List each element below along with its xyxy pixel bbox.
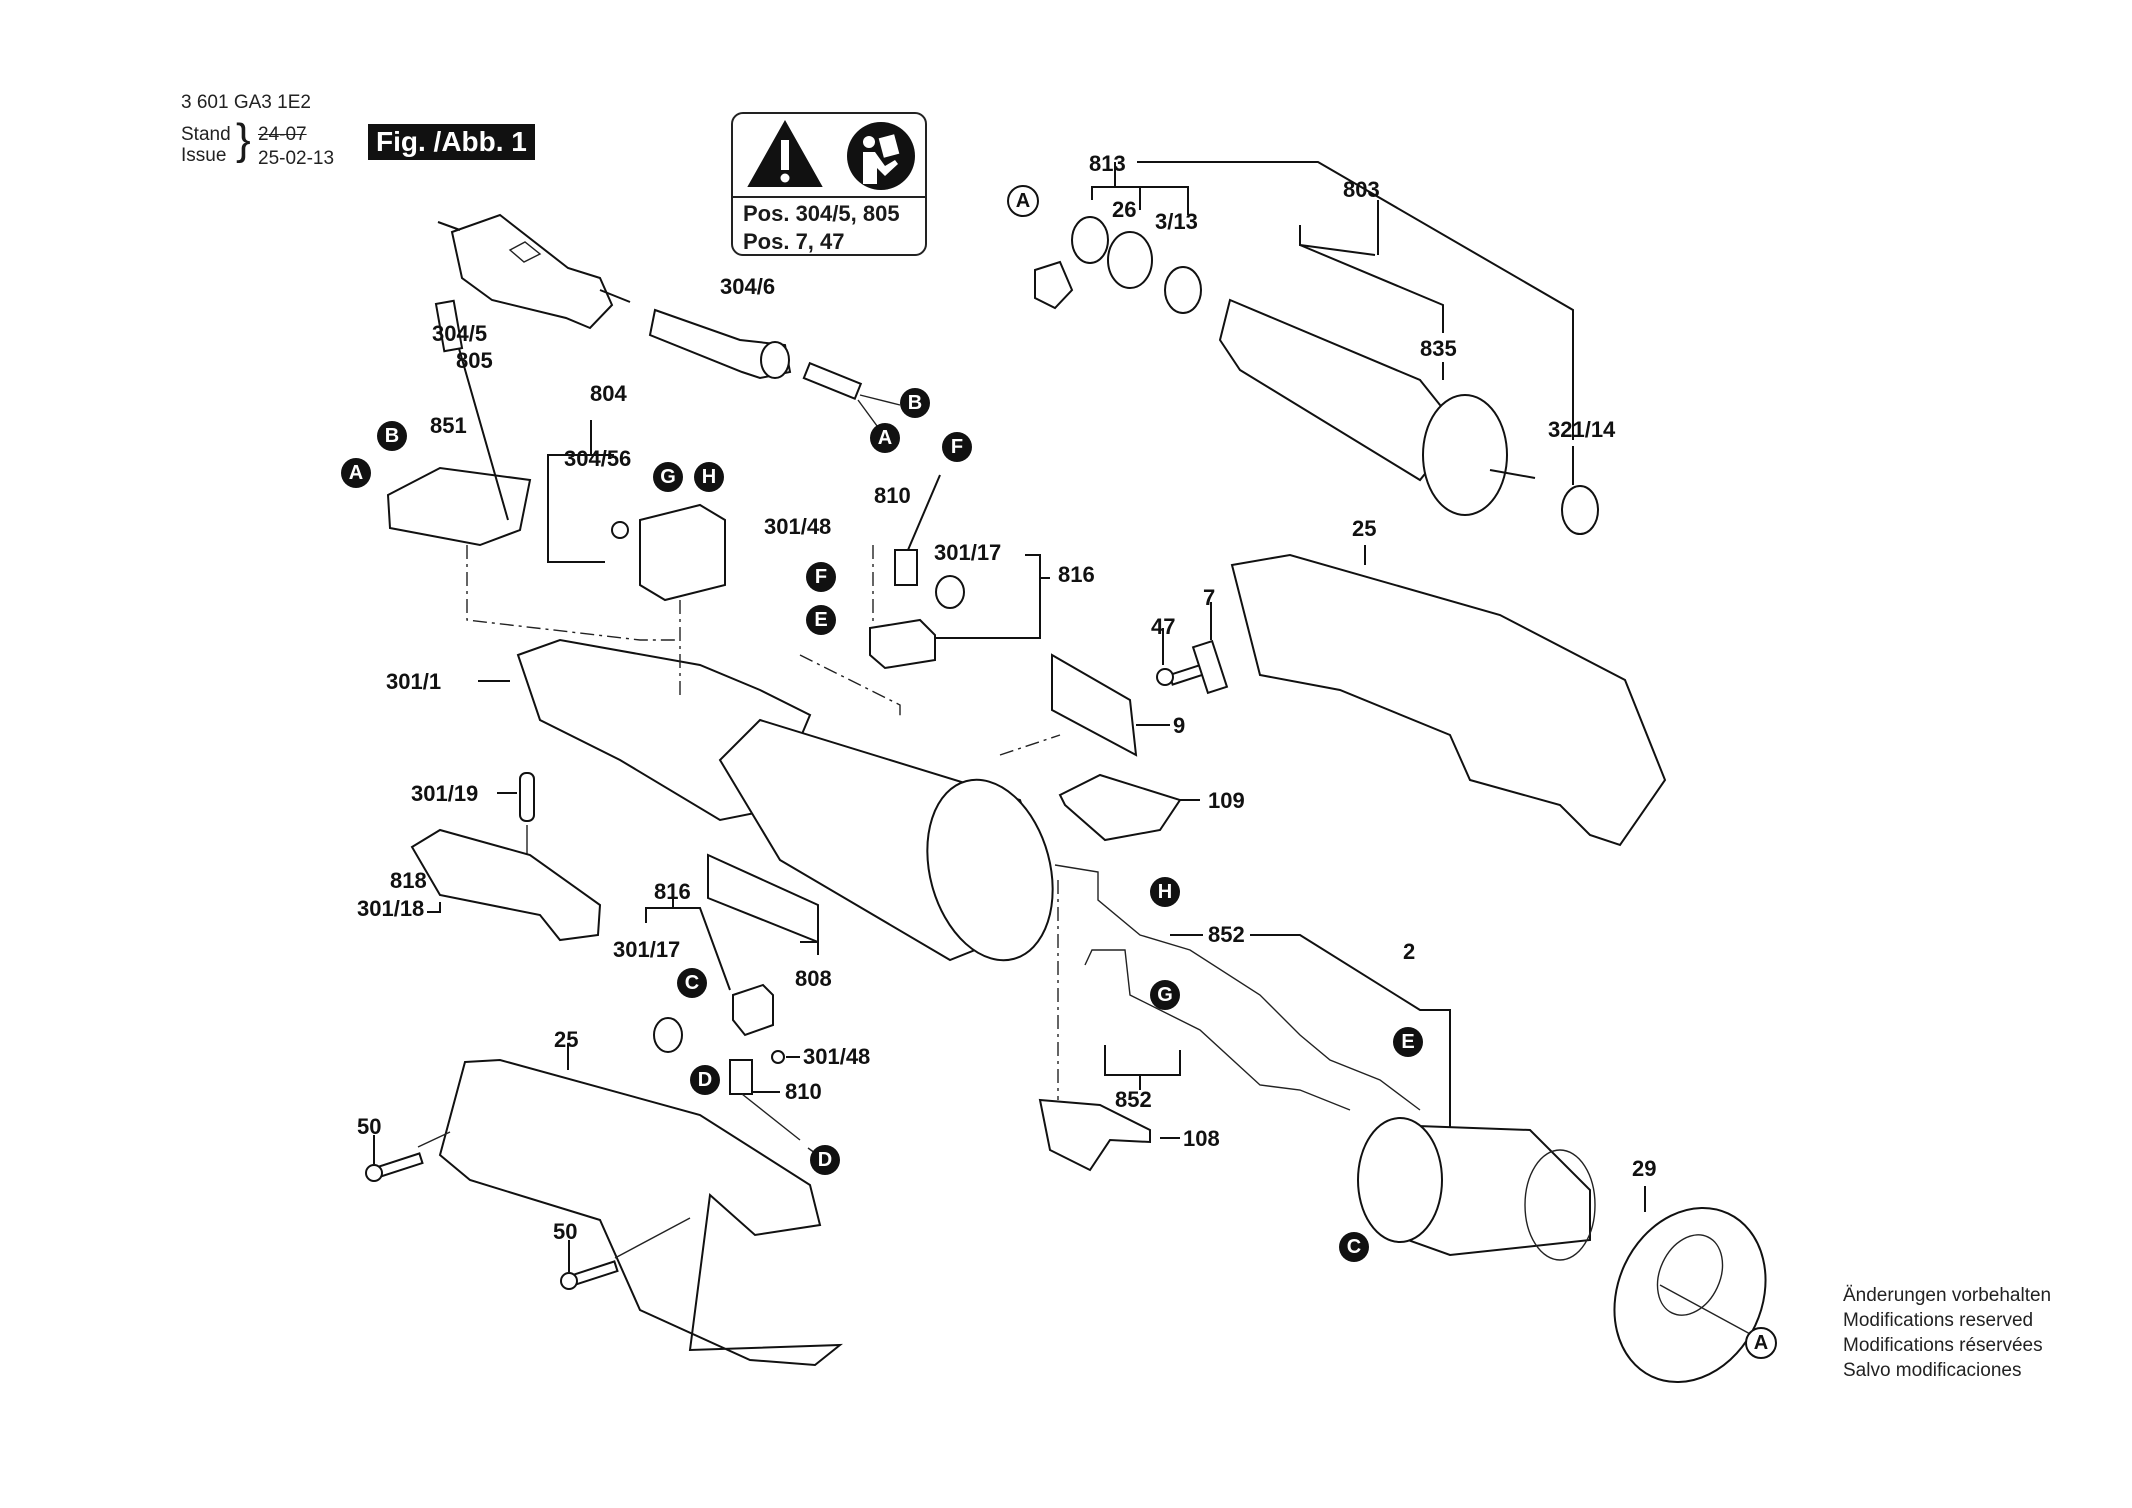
- label-50-b[interactable]: 50: [553, 1219, 578, 1244]
- warning-icons: [733, 114, 925, 198]
- switch-block: [611, 503, 726, 602]
- read-manual-icon: [847, 122, 915, 190]
- label-3-13[interactable]: 3/13: [1155, 209, 1198, 234]
- label-803[interactable]: 803: [1343, 177, 1380, 202]
- switch-carrier: [386, 299, 532, 547]
- screw-47: [1156, 602, 1229, 695]
- callout-b-cable: B: [900, 388, 930, 418]
- callout-f-holder: F: [806, 562, 836, 592]
- figure-label: Fig. /Abb. 1: [368, 124, 535, 160]
- label-304-56[interactable]: 304/56: [564, 446, 632, 471]
- housing-half-right: [1230, 545, 1667, 847]
- label-301-19[interactable]: 301/19: [411, 781, 479, 806]
- note-line-es: Salvo modificaciones: [1843, 1360, 2022, 1381]
- label-26[interactable]: 26: [1112, 197, 1137, 222]
- callout-c-holder: C: [677, 968, 707, 998]
- label-25-top[interactable]: 25: [1352, 516, 1377, 541]
- label-301-17-bottom[interactable]: 301/17: [613, 937, 681, 962]
- callout-d-holder: D: [690, 1065, 720, 1095]
- air-guide-109: [1058, 773, 1182, 842]
- callout-g-wire: G: [1150, 980, 1180, 1010]
- label-810-top[interactable]: 810: [874, 483, 911, 508]
- label-29[interactable]: 29: [1632, 1156, 1657, 1181]
- brace-icon: }: [236, 115, 251, 164]
- brush-holder-top: [869, 474, 1050, 670]
- label-304-5[interactable]: 304/5: [432, 321, 488, 346]
- label-805[interactable]: 805: [456, 348, 493, 373]
- label-50-a[interactable]: 50: [357, 1114, 382, 1139]
- cable-sleeve: [648, 308, 792, 380]
- cable-end: [802, 361, 901, 431]
- callout-a-bearing: A: [1007, 185, 1039, 217]
- callout-d-lead: D: [810, 1145, 840, 1175]
- label-plate-9: [1051, 653, 1138, 757]
- issue-label: Issue: [181, 145, 227, 166]
- warning-line-2: Pos. 7, 47: [743, 229, 845, 254]
- lever-818: [410, 828, 602, 942]
- label-301-48-bottom[interactable]: 301/48: [803, 1044, 871, 1069]
- callout-b-switch: B: [377, 421, 407, 451]
- label-304-6[interactable]: 304/6: [720, 274, 776, 299]
- label-108[interactable]: 108: [1183, 1126, 1220, 1151]
- label-804[interactable]: 804: [590, 381, 627, 406]
- label-851[interactable]: 851: [430, 413, 467, 438]
- label-301-18[interactable]: 301/18: [357, 896, 425, 921]
- label-321-14[interactable]: 321/14: [1548, 417, 1616, 442]
- fan-cover-29: [1613, 1186, 1767, 1384]
- label-9[interactable]: 9: [1173, 713, 1186, 738]
- label-835[interactable]: 835: [1420, 336, 1457, 361]
- armature-assembly: [1034, 161, 1599, 535]
- label-109[interactable]: 109: [1208, 788, 1245, 813]
- label-813[interactable]: 813: [1089, 151, 1126, 176]
- callout-h-wire: H: [1150, 877, 1180, 907]
- callout-e-holder: E: [806, 605, 836, 635]
- label-301-17-top[interactable]: 301/17: [934, 540, 1002, 565]
- label-808[interactable]: 808: [795, 966, 832, 991]
- callout-a-switch: A: [341, 458, 371, 488]
- label-7[interactable]: 7: [1203, 585, 1216, 610]
- label-47[interactable]: 47: [1151, 614, 1176, 639]
- callout-f-lead: F: [942, 432, 972, 462]
- label-816-top[interactable]: 816: [1058, 562, 1095, 587]
- screws-50: [365, 1131, 691, 1290]
- label-2[interactable]: 2: [1403, 939, 1416, 964]
- note-line-de: Änderungen vorbehalten: [1843, 1285, 2052, 1306]
- label-301-48-top[interactable]: 301/48: [764, 514, 832, 539]
- callout-c-coil: C: [1339, 1232, 1369, 1262]
- note-line-en: Modifications reserved: [1843, 1310, 2034, 1331]
- motor-housing: [478, 638, 1054, 962]
- label-852-bottom[interactable]: 852: [1115, 1087, 1152, 1112]
- label-818[interactable]: 818: [390, 868, 427, 893]
- modifications-note: Änderungen vorbehalten Modifications res…: [1843, 1283, 2051, 1383]
- safety-warning-box: Pos. 304/5, 805 Pos. 7, 47: [731, 112, 927, 256]
- label-816-bottom[interactable]: 816: [654, 879, 691, 904]
- stand-label: Stand: [181, 124, 231, 145]
- callout-h-switch: H: [694, 462, 724, 492]
- warning-line-1: Pos. 304/5, 805: [743, 201, 900, 226]
- note-line-fr: Modifications réservées: [1843, 1335, 2043, 1356]
- label-810-bottom[interactable]: 810: [785, 1079, 822, 1104]
- wire-set-852: [1054, 864, 1451, 1145]
- label-852-top[interactable]: 852: [1208, 922, 1245, 947]
- old-date: 24-07: [258, 124, 307, 145]
- callout-e-coil: E: [1393, 1027, 1423, 1057]
- bracket-108: [1038, 1098, 1151, 1172]
- part-number: 3 601 GA3 1E2: [181, 92, 311, 113]
- label-301-1[interactable]: 301/1: [386, 669, 442, 694]
- callout-a-fan-cover: A: [1745, 1327, 1777, 1359]
- warning-triangle-icon: [747, 119, 823, 187]
- power-plug: [437, 213, 631, 330]
- brush-holder-bottom: [645, 893, 823, 1159]
- field-coil: [1357, 1117, 1596, 1261]
- callout-g-switch: G: [653, 462, 683, 492]
- callout-a-cable: A: [870, 423, 900, 453]
- housing-half-left: [438, 1043, 843, 1367]
- label-25-bottom[interactable]: 25: [554, 1027, 579, 1052]
- issue-date: 25-02-13: [258, 148, 335, 169]
